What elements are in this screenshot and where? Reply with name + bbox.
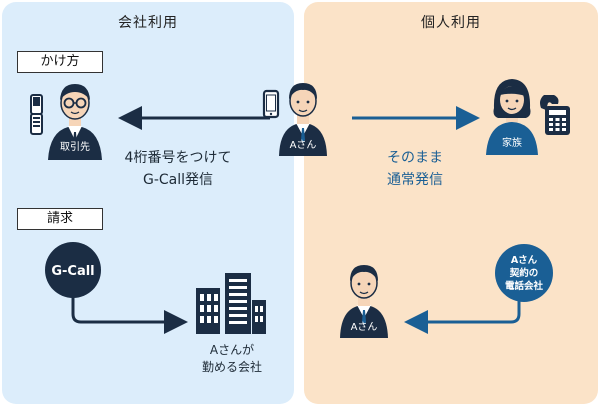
company-use-title: 会社利用 [118, 15, 178, 31]
caller-label: Aさん [290, 139, 317, 151]
call-method-tag: かけ方 [17, 51, 103, 73]
gcall-billing-arrow [71, 295, 188, 334]
caller-person-icon [279, 83, 327, 156]
gcall-call-caption-line1: 4桁番号をつけて [124, 150, 232, 166]
employer-caption-line1: Aさんが [209, 343, 255, 357]
billing-tag: 請求 [17, 208, 103, 230]
family-person-icon [486, 79, 538, 155]
flip-phone-icon [30, 94, 43, 135]
normal-call-caption-line1: そのまま [387, 150, 443, 166]
gcall-badge-circle [45, 242, 101, 298]
normal-call-caption: そのまま 通常発信 [360, 147, 470, 191]
employer-caption-line2: 勤める会社 [201, 360, 262, 374]
phone-company-line1: Aさん [511, 255, 538, 266]
gcall-badge-label: G-Call [51, 264, 94, 279]
desk-phone-icon [540, 95, 570, 135]
phone-company-line2: 契約の [509, 267, 539, 279]
caller-bottom-person-icon [340, 265, 388, 338]
employer-caption: Aさんが 勤める会社 [192, 342, 272, 376]
company-building-icon [196, 273, 266, 334]
family-label: 家族 [502, 136, 522, 149]
caller-bottom-label: Aさん [351, 321, 378, 333]
client-label: 取引先 [60, 141, 90, 153]
phone-company-line3: 電話会社 [505, 280, 544, 292]
phone-company-badge-circle [495, 244, 553, 302]
personal-use-title: 個人利用 [421, 15, 481, 31]
client-person-icon [48, 84, 102, 160]
smartphone-icon [262, 89, 280, 119]
normal-call-caption-line2: 通常発信 [387, 172, 443, 188]
gcall-call-caption-line2: G-Call発信 [142, 172, 214, 188]
carrier-billing-arrow [404, 300, 521, 334]
gcall-call-caption: 4桁番号をつけて G-Call発信 [98, 147, 258, 191]
